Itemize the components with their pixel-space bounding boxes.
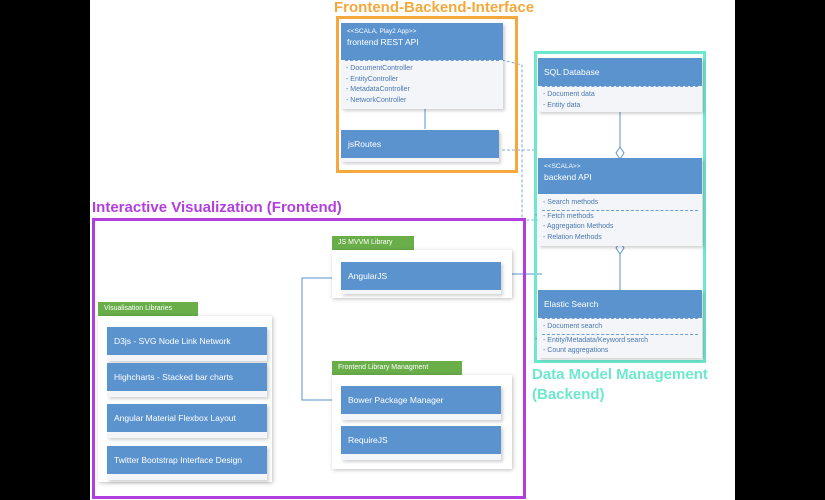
- elastic-search-method: Count aggregations: [547, 346, 696, 357]
- group-title-visualization: Interactive Visualization (Frontend): [92, 199, 342, 216]
- sql-database-fields: Document data Entity data: [538, 87, 702, 114]
- rest-api-method: MetadataController: [350, 85, 497, 96]
- sql-database-field: Document data: [547, 90, 696, 101]
- group-title-data-model-line2: (Backend): [532, 386, 605, 403]
- backend-api-methods: Search methods Fetch methods Aggregation…: [538, 194, 702, 246]
- backend-api-method: Relation Methods: [547, 233, 696, 244]
- sql-database-name: SQL Database: [544, 67, 600, 77]
- backend-api-method: Search methods: [547, 198, 696, 209]
- diagram-canvas: Frontend-Backend-Interface Data Model Ma…: [90, 0, 735, 500]
- dependency-line-top: [501, 59, 542, 221]
- elastic-search-method: Document search: [547, 322, 696, 333]
- rest-api-method: NetworkController: [350, 96, 497, 107]
- backend-api-method: Aggregation Methods: [547, 222, 696, 233]
- vis-lib-label: D3js - SVG Node Link Network: [107, 327, 267, 355]
- backend-api-class: <<SCALA>> backend API Search methods Fet…: [538, 158, 702, 246]
- backend-api-stereotype: <<SCALA>>: [544, 163, 581, 170]
- vis-lib-label: Twitter Bootstrap Interface Design: [107, 446, 267, 474]
- rest-api-method: EntityController: [350, 75, 497, 86]
- vis-lib-d3: D3js - SVG Node Link Network: [107, 327, 267, 361]
- jsroutes-name: jsRoutes: [341, 130, 499, 158]
- group-data-model: [534, 51, 706, 363]
- vis-lib-label: Angular Material Flexbox Layout: [107, 404, 267, 432]
- backend-api-method: Fetch methods: [547, 212, 696, 223]
- vis-lib-highcharts: Highcharts - Stacked bar charts: [107, 363, 267, 397]
- vis-libs-package: Visualisation Libraries D3js - SVG Node …: [98, 302, 272, 482]
- vis-lib-label: Highcharts - Stacked bar charts: [107, 363, 267, 391]
- rest-api-class: <<SCALA, Play2 App>> frontend REST API D…: [341, 23, 503, 109]
- elastic-search-method: Entity/Metadata/Keyword search: [547, 336, 696, 347]
- bower-label: Bower Package Manager: [341, 386, 501, 414]
- lib-mgmt-package: Frontend Library Managment Bower Package…: [332, 361, 512, 469]
- group-title-data-model-line1: Data Model Management: [532, 366, 708, 383]
- js-mvvm-package: JS MVVM Library AngularJS: [332, 236, 512, 298]
- group-frontend-backend: [336, 16, 518, 173]
- vis-lib-bootstrap: Twitter Bootstrap Interface Design: [107, 446, 267, 480]
- elastic-search-name: Elastic Search: [544, 299, 599, 309]
- sql-database-class: SQL Database Document data Entity data: [538, 58, 702, 112]
- rest-api-stereotype: <<SCALA, Play2 App>>: [347, 28, 417, 35]
- sql-database-field: Entity data: [547, 101, 696, 112]
- group-title-frontend-backend: Frontend-Backend-Interface: [334, 0, 535, 16]
- requirejs-box: RequireJS: [341, 426, 501, 460]
- vislibs-bracket-line: [301, 277, 332, 401]
- jsroutes-class: jsRoutes: [341, 130, 499, 162]
- group-visualization: [92, 218, 526, 499]
- vis-libs-label: Visualisation Libraries: [98, 302, 198, 316]
- angularjs-box: AngularJS: [341, 262, 501, 294]
- vis-lib-angular-material: Angular Material Flexbox Layout: [107, 404, 267, 438]
- rest-api-method: DocumentController: [350, 64, 497, 75]
- bower-box: Bower Package Manager: [341, 386, 501, 420]
- rest-api-name: frontend REST API: [347, 37, 419, 47]
- angularjs-label: AngularJS: [341, 262, 501, 290]
- js-mvvm-label: JS MVVM Library: [332, 236, 414, 250]
- backend-api-name: backend API: [544, 172, 592, 182]
- rest-api-methods: DocumentController EntityController Meta…: [341, 61, 503, 109]
- elastic-search-methods: Document search Entity/Metadata/Keyword …: [538, 319, 702, 360]
- lib-mgmt-label: Frontend Library Managment: [332, 361, 462, 375]
- elastic-search-class: Elastic Search Document search Entity/Me…: [538, 290, 702, 358]
- requirejs-label: RequireJS: [341, 426, 501, 454]
